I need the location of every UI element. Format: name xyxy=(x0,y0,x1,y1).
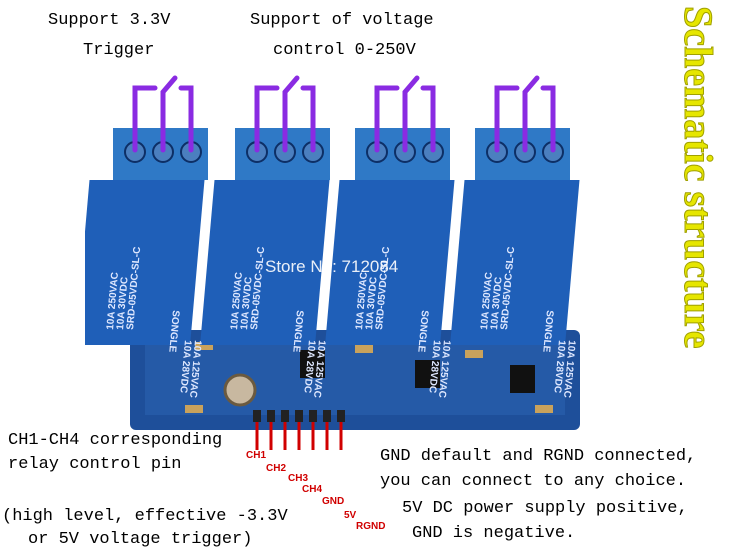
pin-label-ch3: CH3 xyxy=(288,473,309,484)
power-note-line1: 5V DC power supply positive, xyxy=(402,499,688,518)
relay-board-illustration: SRD-05VDC-SL-C 10A 250VAC 10A 125VAC 10A… xyxy=(85,75,580,450)
voltage-note-line1: Support of voltage xyxy=(250,11,434,30)
relay-1-rating3: 10A 30VDC xyxy=(115,277,131,331)
pin-note-line2: relay control pin xyxy=(8,455,182,474)
relay-3-rating3: 10A 30VDC xyxy=(364,277,380,331)
relay-2-brand: SONGLE xyxy=(290,310,305,353)
relay-3-rating2: 10A 125VAC xyxy=(436,340,452,399)
voltage-note-line2: control 0-250V xyxy=(273,41,416,60)
mounting-hole xyxy=(223,373,257,407)
relay-4-rating1: 10A 250VAC xyxy=(479,272,495,331)
relay-1-rating2: 10A 125VAC xyxy=(187,340,203,399)
pin-label-ch1: CH1 xyxy=(246,450,267,461)
relay-2 xyxy=(200,128,330,345)
relay-3 xyxy=(325,128,455,345)
relay-3-rating4: 10A 28VDC xyxy=(426,340,442,394)
trigger-level-note-line2: or 5V voltage trigger) xyxy=(28,530,253,549)
store-watermark: Store No: 712084 xyxy=(265,257,398,276)
relay-2-rating1: 10A 250VAC xyxy=(229,272,245,331)
pin-note-line1: CH1-CH4 corresponding xyxy=(8,431,223,450)
relay-3-rating1: 10A 250VAC xyxy=(354,272,370,331)
relay-1-brand: SONGLE xyxy=(166,310,181,353)
pin-label-ch2: CH2 xyxy=(266,463,287,474)
trigger-note-line2: Trigger xyxy=(83,41,155,60)
gnd-note-line1: GND default and RGND connected, xyxy=(380,447,697,466)
relay-2-rating3: 10A 30VDC xyxy=(239,277,255,331)
relay-4-rating4: 10A 28VDC xyxy=(551,340,567,394)
transistor-2 xyxy=(415,360,440,388)
transistor-3 xyxy=(510,365,535,393)
schematic-structure-title: Schematic structure xyxy=(664,6,724,426)
relay-4 xyxy=(450,128,580,345)
relay-1 xyxy=(85,128,208,345)
relay-2-rating2: 10A 125VAC xyxy=(311,340,327,399)
power-note-line2: GND is negative. xyxy=(412,524,576,543)
relay-2-rating4: 10A 28VDC xyxy=(301,340,317,394)
pin-label-rgnd: RGND xyxy=(356,521,386,532)
pin-label-5v: 5V xyxy=(344,510,357,521)
transistor-1 xyxy=(300,350,325,378)
pin-label-ch4: CH4 xyxy=(302,484,323,495)
switch-symbols xyxy=(132,75,556,153)
relay-4-brand: SONGLE xyxy=(540,310,555,353)
trigger-note-line1: Support 3.3V xyxy=(48,11,171,30)
pin-leader-lines xyxy=(255,422,343,450)
trigger-level-note-line1: (high level, effective -3.3V xyxy=(2,507,288,526)
gnd-note-line2: you can connect to any choice. xyxy=(380,472,687,491)
pin-label-gnd: GND xyxy=(322,496,345,507)
relay-4-rating3: 10A 30VDC xyxy=(489,277,505,331)
relay-3-brand: SONGLE xyxy=(415,310,430,353)
pin-header xyxy=(253,410,345,422)
relay-4-rating2: 10A 125VAC xyxy=(561,340,577,399)
relay-1-rating1: 10A 250VAC xyxy=(105,272,121,331)
side-title-text: Schematic structure xyxy=(676,6,722,350)
relay-1-rating4: 10A 28VDC xyxy=(177,340,193,394)
